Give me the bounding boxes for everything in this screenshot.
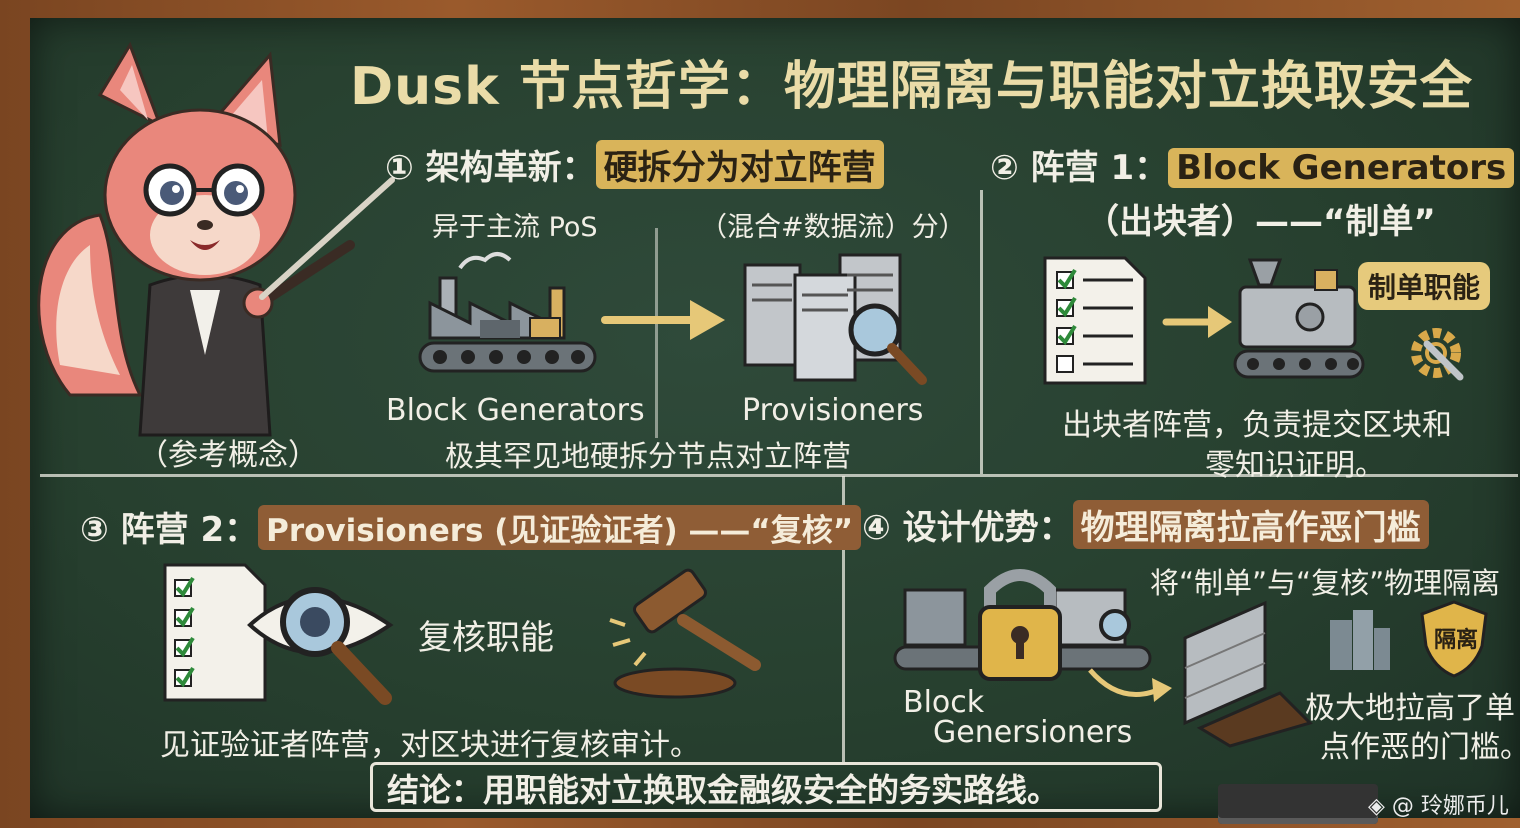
sec1-right-caption: （混合#数据流）分） xyxy=(700,212,966,243)
page-title: Dusk 节点哲学：物理隔离与职能对立换取安全 xyxy=(350,57,1473,117)
sec4-number: ④ xyxy=(862,508,891,548)
gavel-icon xyxy=(609,568,761,699)
sec1-label: 架构革新： xyxy=(425,148,596,188)
sec4-label: 设计优势： xyxy=(902,508,1073,548)
checklist-eye-icon xyxy=(163,563,394,705)
watermark: ◈ @ 玲娜币儿 xyxy=(1368,794,1509,819)
sec2-subtitle: （出块者）——“制单” xyxy=(1085,202,1436,242)
sec4-top-text: 将“制单”与“复核”物理隔离 xyxy=(1150,566,1501,600)
sec1-node-block-generators: Block Generators xyxy=(386,393,645,428)
sec3-desc: 见证验证者阵营，对区块进行复核审计。 xyxy=(160,728,700,763)
reference-concept-label: （参考概念） xyxy=(138,438,318,473)
sec1-highlight: 硬拆分为对立阵营 xyxy=(595,140,884,189)
sec1-left-caption: 异于主流 PoS xyxy=(432,212,598,243)
factory-lock-icon xyxy=(893,569,1152,681)
divider-sec1 xyxy=(655,228,658,438)
sec4-node-line1: Block xyxy=(903,685,985,720)
sec4-desc-line1: 极大地拉高了单 xyxy=(1305,691,1515,726)
sec2-header: ② 阵营 1：Block Generators xyxy=(990,140,1515,189)
sec4-header: ④ 设计优势：物理隔离拉高作恶门槛 xyxy=(862,500,1429,549)
shield-icon xyxy=(1420,600,1488,678)
sec2-highlight: Block Generators xyxy=(1168,148,1515,188)
sec3-number: ③ xyxy=(80,510,109,550)
server-magnifier-icon xyxy=(743,253,927,385)
sec3-highlight: Provisioners (见证验证者) ——“复核” xyxy=(258,505,862,550)
sec3-label: 阵营 2： xyxy=(120,510,259,550)
conclusion-box: 结论：用职能对立换取金融级安全的务实路线。 xyxy=(370,762,1162,812)
sec4-node-line2: Genersioners xyxy=(933,715,1133,750)
checklist-document-icon xyxy=(1043,256,1147,385)
chalk-eraser xyxy=(1218,784,1378,824)
sec4-desc-line2: 点作恶的门槛。 xyxy=(1320,730,1520,765)
sec2-callout: 制单职能 xyxy=(1358,262,1491,310)
sec2-number: ② xyxy=(990,148,1019,188)
sec1-node-provisioners: Provisioners xyxy=(742,393,924,428)
sec1-note: 极其罕见地硬拆分节点对立阵营 xyxy=(445,439,852,473)
sec3-header: ③ 阵营 2：Provisioners (见证验证者) ——“复核” xyxy=(80,502,862,551)
fox-teacher-illustration xyxy=(37,41,395,437)
sec1-header: ① 架构革新：硬拆分为对立阵营 xyxy=(385,140,884,189)
divider-horizontal xyxy=(40,474,1518,477)
curved-arrow-icon xyxy=(1088,668,1172,702)
buildings-icon xyxy=(1330,610,1390,670)
divider-vertical-bottom xyxy=(842,476,845,762)
arrow-right-icon-2 xyxy=(1162,306,1232,338)
sec2-desc-line1: 出块者阵营，负责提交区块和 xyxy=(1062,408,1452,443)
sec2-desc-line2: 零知识证明。 xyxy=(1205,448,1385,483)
sec2-label: 阵营 1： xyxy=(1030,148,1169,188)
gear-wrench-icon xyxy=(1411,328,1464,381)
isolation-wall-icon xyxy=(1183,600,1313,748)
sec3-role: 复核职能 xyxy=(418,618,554,658)
sec4-highlight: 物理隔离拉高作恶门槛 xyxy=(1072,500,1429,549)
sec4-shield-label: 隔离 xyxy=(1434,628,1479,653)
machine-gear-icon xyxy=(1233,258,1365,379)
sec1-number: ① xyxy=(385,148,414,188)
factory-icon xyxy=(418,252,597,373)
divider-vertical-top xyxy=(980,190,983,474)
arrow-right-icon xyxy=(601,300,725,340)
